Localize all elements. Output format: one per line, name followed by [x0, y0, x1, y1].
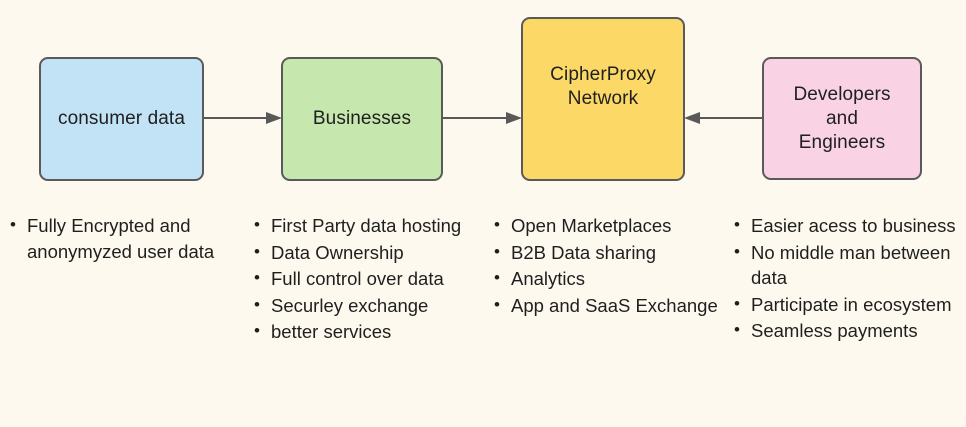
node-consumer-data[interactable]: consumer data: [39, 57, 204, 181]
node-developers-and-engineers-label: Developers and Engineers: [793, 83, 891, 153]
node-consumer-data-label: consumer data: [58, 108, 185, 129]
list-item: Seamless payments: [732, 317, 964, 344]
list-item: Fully Encrypted and anonymyzed user data: [8, 212, 238, 264]
list-item: No middle man between data: [732, 239, 964, 291]
list-item: Securley exchange: [252, 292, 487, 319]
arrow-left-icon-developers-to-cipherproxy: [684, 112, 763, 124]
list-item: Participate in ecosystem: [732, 291, 964, 318]
list-item: App and SaaS Exchange: [492, 292, 722, 319]
arrow-right-icon-businesses-to-cipherproxy: [443, 112, 522, 124]
list-item: B2B Data sharing: [492, 239, 722, 266]
node-cipherproxy-network[interactable]: CipherProxy Network: [521, 17, 685, 181]
bullet-list-cipherproxy-features: Open Marketplaces B2B Data sharing Analy…: [492, 212, 722, 319]
node-cipherproxy-network-label: CipherProxy Network: [550, 64, 656, 109]
bullet-list-developer-benefits: Easier acess to business No middle man b…: [732, 212, 964, 345]
bullet-list-business-benefits: First Party data hosting Data Ownership …: [252, 212, 487, 346]
list-item: Analytics: [492, 265, 722, 292]
list-item: Data Ownership: [252, 239, 487, 266]
list-item: Easier acess to business: [732, 212, 964, 239]
list-item: First Party data hosting: [252, 212, 487, 239]
bullet-list-consumer-benefits: Fully Encrypted and anonymyzed user data: [8, 212, 238, 265]
list-item: better services: [252, 318, 487, 345]
node-businesses-label: Businesses: [312, 108, 412, 129]
node-developers-and-engineers[interactable]: Developers and Engineers: [762, 57, 922, 180]
list-item: Full control over data: [252, 265, 487, 292]
list-item: Open Marketplaces: [492, 212, 722, 239]
node-businesses[interactable]: Businesses: [281, 57, 443, 181]
arrow-right-icon-consumer-to-businesses: [204, 112, 282, 124]
